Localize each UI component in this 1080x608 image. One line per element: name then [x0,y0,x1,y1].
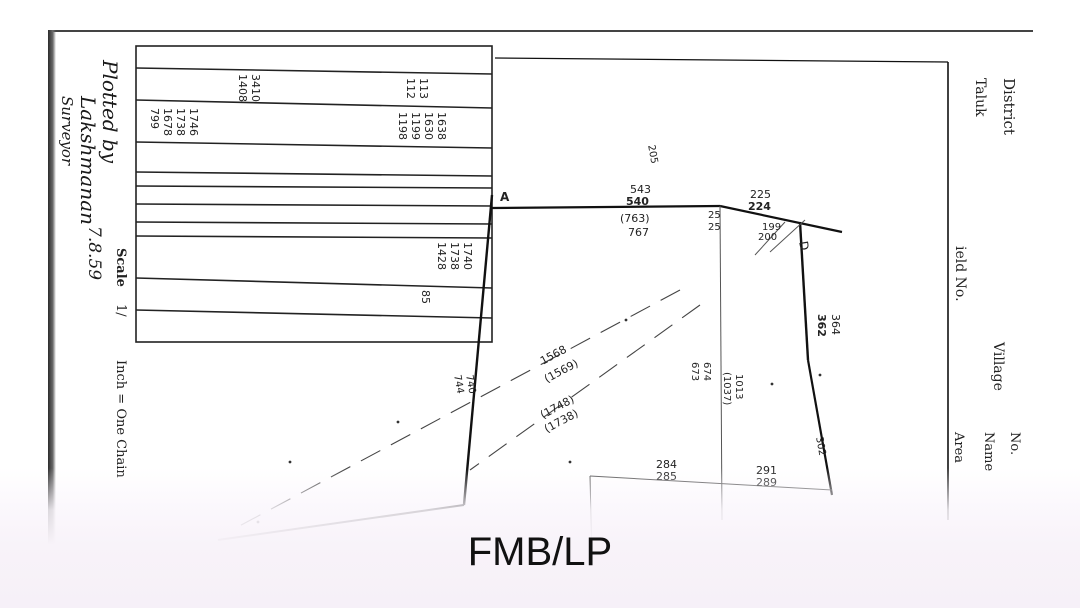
no-label: No. [1007,432,1022,456]
measure-543: 543 [630,183,651,196]
scale-value: 1/ [113,304,128,317]
area-label: Area [951,432,966,464]
handwritten-designation: Surveyor [58,96,76,166]
table-entry: 1408 [236,74,249,102]
measure-763: (763) [620,212,650,225]
measure-767: 767 [628,226,649,239]
measure-364: 364 [829,314,842,335]
table-frame [135,45,493,343]
table-entry: 1738 [448,242,461,270]
corner-label-a: A [500,190,510,204]
table-entry: 1738 [174,108,187,136]
table-entry: 1428 [435,242,448,270]
table-entry: 3410 [249,74,262,102]
field-no-label: ield No. [952,246,968,302]
measure-25b: 25 [708,222,721,233]
taluk-label: Taluk [972,78,988,117]
table-entry: 1638 [435,112,448,140]
table-entry: 1740 [461,242,474,270]
measure-224: 224 [748,200,771,213]
sheet-left-edge [48,30,56,570]
scale-label: Scale [113,248,128,287]
inner-1037: (1037) [721,372,732,406]
handwritten-plotted-by: Plotted by [98,60,122,164]
measure-25: 25 [708,210,721,221]
table-entry: 1198 [396,112,409,140]
measure-200: 200 [758,232,778,243]
measurement-table [135,45,493,343]
village-label: Village [990,342,1006,391]
measure-540: 540 [626,195,649,208]
table-entry: 113 [417,78,430,99]
table-entry: 799 [148,108,161,129]
table-entry: 85 [419,290,432,304]
table-entry: 1746 [187,108,200,136]
table-entry: 112 [404,78,417,99]
measure-225: 225 [750,188,771,201]
handwritten-date: 7.8.59 [84,226,104,281]
handwritten-name: Lakshmanan [76,96,100,226]
measure-199: 199 [762,222,782,233]
measure-362: 362 [815,314,828,337]
document-caption: FMB/LP [467,530,613,574]
caption-fade-overlay [0,468,1080,608]
inner-674: 674 [701,362,712,382]
name-label: Name [981,432,996,472]
table-entry: 1678 [161,108,174,136]
table-entry: 1630 [422,112,435,140]
table-entry: 1199 [409,112,422,140]
bottom-284: 284 [656,458,677,471]
sheet-top-border [48,30,1033,32]
district-label: District [1000,78,1018,135]
scale-unit: Inch = One Chain [113,360,128,478]
inner-1013: 1013 [733,374,744,400]
inner-673: 673 [689,362,700,382]
